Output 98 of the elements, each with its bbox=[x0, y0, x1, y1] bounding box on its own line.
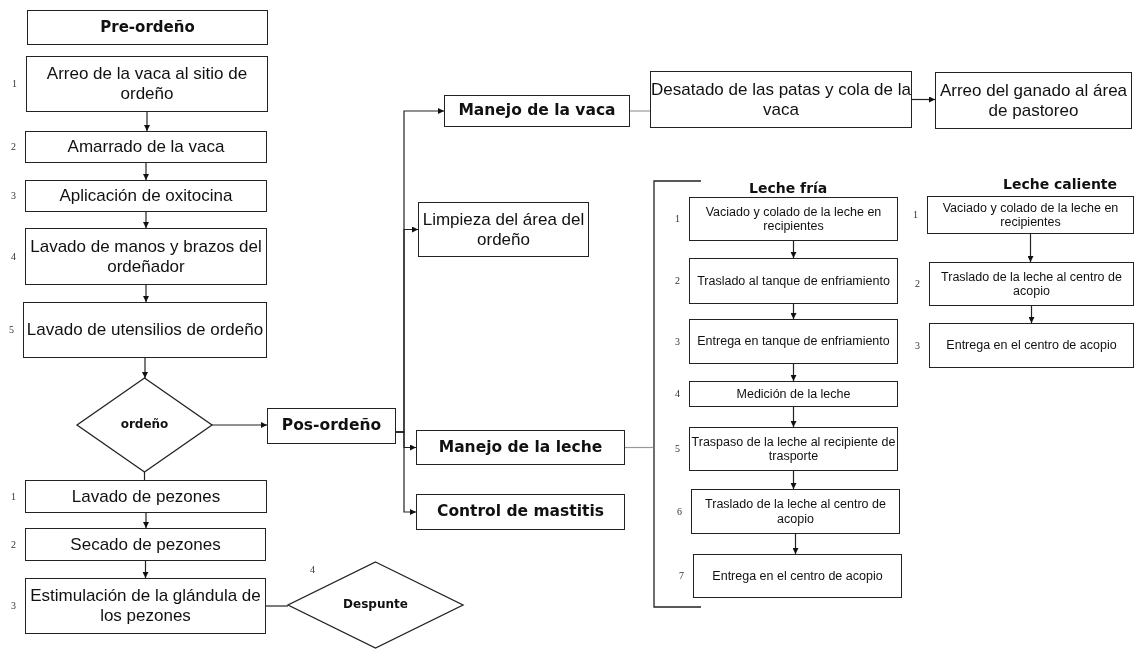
step-text: Arreo de la vaca al sitio de ordeño bbox=[45, 64, 249, 104]
arrow bbox=[1027, 233, 1034, 263]
arrow bbox=[143, 211, 149, 229]
step-text: Control de mastitis bbox=[437, 503, 604, 521]
step-box bbox=[26, 56, 268, 112]
arrow bbox=[144, 111, 150, 132]
step-text: Entrega en el centro de acopio bbox=[946, 338, 1117, 353]
step-box bbox=[25, 228, 267, 285]
step-text: Traslado al tanque de enfriamiento bbox=[697, 273, 890, 289]
step-number: 2 bbox=[11, 538, 16, 550]
step-box bbox=[689, 319, 898, 364]
step-box bbox=[693, 554, 902, 598]
step-text: Estimulación de la glándula de los pezones bbox=[29, 586, 262, 626]
step-text: Vaciado y colado de la leche en recipientes bbox=[941, 200, 1120, 230]
decision-diamond bbox=[288, 562, 463, 648]
step-number: 2 bbox=[11, 141, 16, 152]
step-box bbox=[689, 197, 898, 241]
step-number: 3 bbox=[675, 335, 680, 347]
arrow bbox=[790, 470, 797, 490]
step-text: Despunte bbox=[343, 598, 408, 612]
step-box bbox=[23, 302, 267, 358]
group-heading: Leche fría bbox=[749, 180, 828, 196]
arrow bbox=[143, 512, 149, 529]
step-box bbox=[25, 578, 266, 634]
connector-line bbox=[265, 605, 289, 607]
step-text: Secado de pezones bbox=[70, 534, 221, 555]
step-text: Desatado de las patas y cola de la vaca bbox=[651, 79, 911, 120]
step-text: Aplicación de oxitocina bbox=[59, 186, 233, 206]
arrow bbox=[911, 96, 936, 103]
step-number: 5 bbox=[675, 443, 680, 454]
step-number: 4 bbox=[11, 250, 16, 262]
step-box bbox=[927, 196, 1134, 234]
step-number: 1 bbox=[913, 209, 918, 220]
step-box bbox=[650, 71, 912, 128]
arrow bbox=[142, 357, 148, 379]
step-number: 3 bbox=[11, 190, 16, 201]
group-heading: Leche caliente bbox=[1003, 176, 1118, 192]
step-text: Pos-ordeño bbox=[281, 417, 382, 435]
step-text: Vaciado y colado de la leche en recipientes bbox=[704, 204, 883, 234]
arrow bbox=[143, 162, 149, 181]
arrow bbox=[790, 363, 797, 382]
connector-line bbox=[629, 110, 651, 112]
step-box bbox=[25, 180, 267, 212]
step-number: 2 bbox=[915, 278, 920, 289]
step-text: Manejo de la leche bbox=[438, 438, 603, 457]
step-box bbox=[689, 258, 898, 304]
step-box bbox=[929, 262, 1134, 306]
step-box bbox=[691, 489, 900, 534]
arrow bbox=[395, 431, 417, 515]
step-text: Lavado de manos y brazos del ordeñador bbox=[29, 236, 263, 277]
arrow bbox=[790, 303, 797, 320]
step-box bbox=[689, 427, 898, 471]
step-box bbox=[418, 202, 589, 257]
step-number: 3 bbox=[11, 600, 16, 611]
step-text: Lavado de pezones bbox=[71, 486, 221, 507]
step-number: 5 bbox=[9, 324, 14, 335]
step-number: 1 bbox=[675, 213, 680, 224]
step-box bbox=[929, 323, 1134, 368]
step-number: 2 bbox=[675, 275, 680, 286]
step-text: Amarrado de la vaca bbox=[67, 137, 225, 157]
stage-box bbox=[267, 408, 396, 444]
step-number: 6 bbox=[677, 505, 682, 517]
arrow bbox=[790, 240, 797, 259]
step-box bbox=[25, 131, 267, 163]
arrow bbox=[1028, 305, 1035, 324]
step-text: Traslado de la leche al centro de acopio bbox=[940, 269, 1123, 299]
step-number: 4 bbox=[310, 564, 315, 575]
stage-box bbox=[444, 95, 630, 127]
stage-box bbox=[416, 494, 625, 530]
decision-diamond bbox=[77, 378, 212, 472]
step-text: Traslado de la leche al centro de acopio bbox=[704, 497, 887, 526]
arrow bbox=[211, 422, 268, 428]
step-number: 4 bbox=[675, 388, 680, 399]
stage-box bbox=[416, 430, 625, 465]
step-box bbox=[689, 381, 898, 407]
step-box bbox=[935, 72, 1132, 129]
step-text: Medición de la leche bbox=[736, 386, 851, 402]
step-text: Lavado de utensilios de ordeño bbox=[26, 320, 264, 340]
connector-line bbox=[624, 446, 654, 449]
step-box bbox=[25, 528, 266, 561]
stage-box bbox=[27, 10, 268, 45]
step-number: 3 bbox=[915, 339, 920, 351]
step-text: ordeño bbox=[120, 418, 169, 432]
step-text: Manejo de la vaca bbox=[458, 102, 616, 120]
arrow bbox=[143, 284, 149, 303]
step-text: Entrega en el centro de acopio bbox=[712, 568, 883, 584]
step-text: Limpieza del área del ordeño bbox=[421, 209, 586, 250]
arrow bbox=[790, 406, 797, 428]
step-number: 7 bbox=[679, 570, 684, 581]
step-text: Traspaso de la leche al recipiente de trasporte bbox=[690, 434, 897, 464]
step-number: 1 bbox=[12, 78, 17, 89]
step-number: 1 bbox=[11, 490, 16, 502]
step-text: Pre-ordeño bbox=[100, 18, 195, 37]
arrow bbox=[142, 560, 149, 579]
step-box bbox=[25, 480, 267, 513]
arrow bbox=[792, 533, 799, 555]
step-text: Entrega en tanque de enfriamiento bbox=[697, 334, 890, 349]
step-text: Arreo del ganado al área de pastoreo bbox=[938, 80, 1129, 121]
